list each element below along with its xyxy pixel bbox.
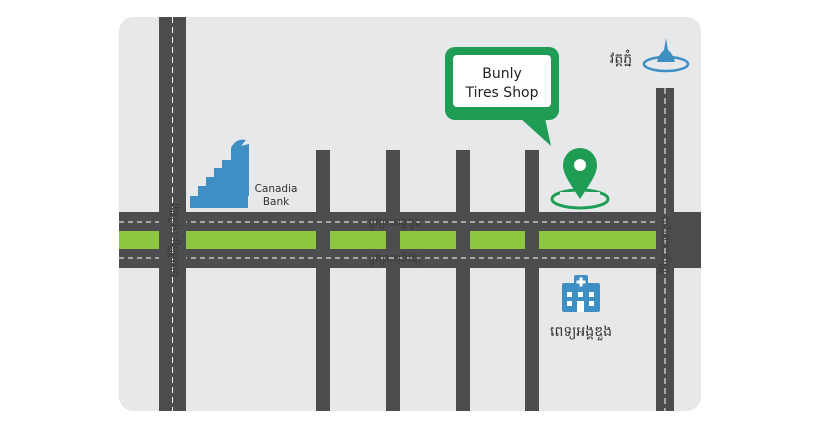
street-label-south: ផ្លូវព្រះមុនីវង្ស [368,251,421,267]
map-pin-icon [550,148,610,210]
street-label-east: វិថីព្រះនរោត្តម [658,216,672,275]
bank-building-icon [190,139,249,208]
street-label-north: ផ្លូវព្រះអង្គឌួង [368,216,422,231]
side-street-3 [456,150,470,411]
west-boulevard [159,17,186,411]
hospital-label: ពេទ្យអង្គឌួង [550,324,612,341]
pagoda-label: វត្តភ្នំ [610,49,632,67]
hospital-icon [562,275,600,312]
east-avenue [656,88,674,411]
bank-label-line1: Canadia [255,183,298,195]
bank-label-line2: Bank [263,196,290,208]
shop-name-line2: Tires Shop [464,85,538,101]
side-street-2 [386,150,400,411]
shop-callout [445,47,559,146]
side-street-4 [525,150,539,411]
side-street-1 [316,150,330,411]
street-label-west: មហាវិថីព្រះមុនីវង្ស [167,203,182,277]
shop-name-line1: Bunly [482,66,522,82]
pagoda-icon [642,38,690,73]
